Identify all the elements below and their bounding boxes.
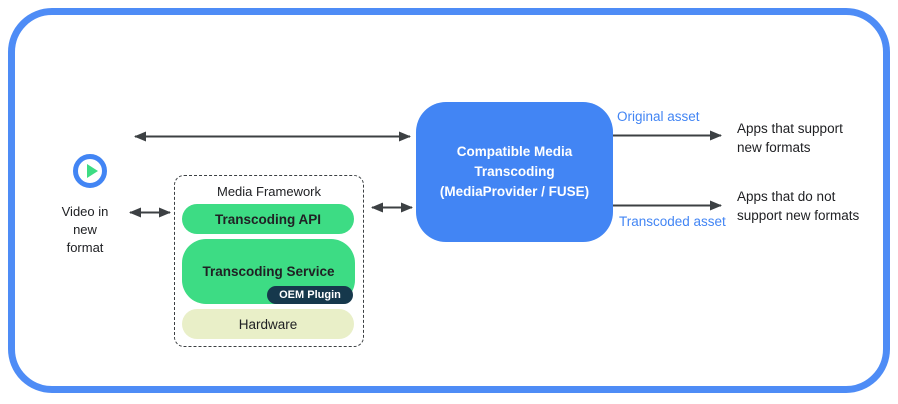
apps-support-label: Apps that support new formats (737, 121, 843, 155)
original-asset-label: Original asset (617, 109, 700, 124)
transcoded-asset-label: Transcoded asset (619, 214, 726, 229)
compatible-media-transcoding-box: Compatible Media Transcoding (MediaProvi… (416, 102, 613, 242)
apps-no-support-label: Apps that do not support new formats (737, 189, 860, 223)
play-triangle-icon (86, 164, 98, 178)
hardware-pill: Hardware (182, 309, 354, 339)
transcoding-api-pill: Transcoding API (182, 204, 354, 234)
diagram-outer-frame (8, 8, 890, 393)
play-icon (73, 154, 107, 188)
media-framework-title: Media Framework (216, 184, 322, 199)
video-source-label: Video in new format (61, 204, 109, 255)
oem-plugin-badge: OEM Plugin (267, 286, 353, 304)
media-framework-box (174, 175, 364, 347)
